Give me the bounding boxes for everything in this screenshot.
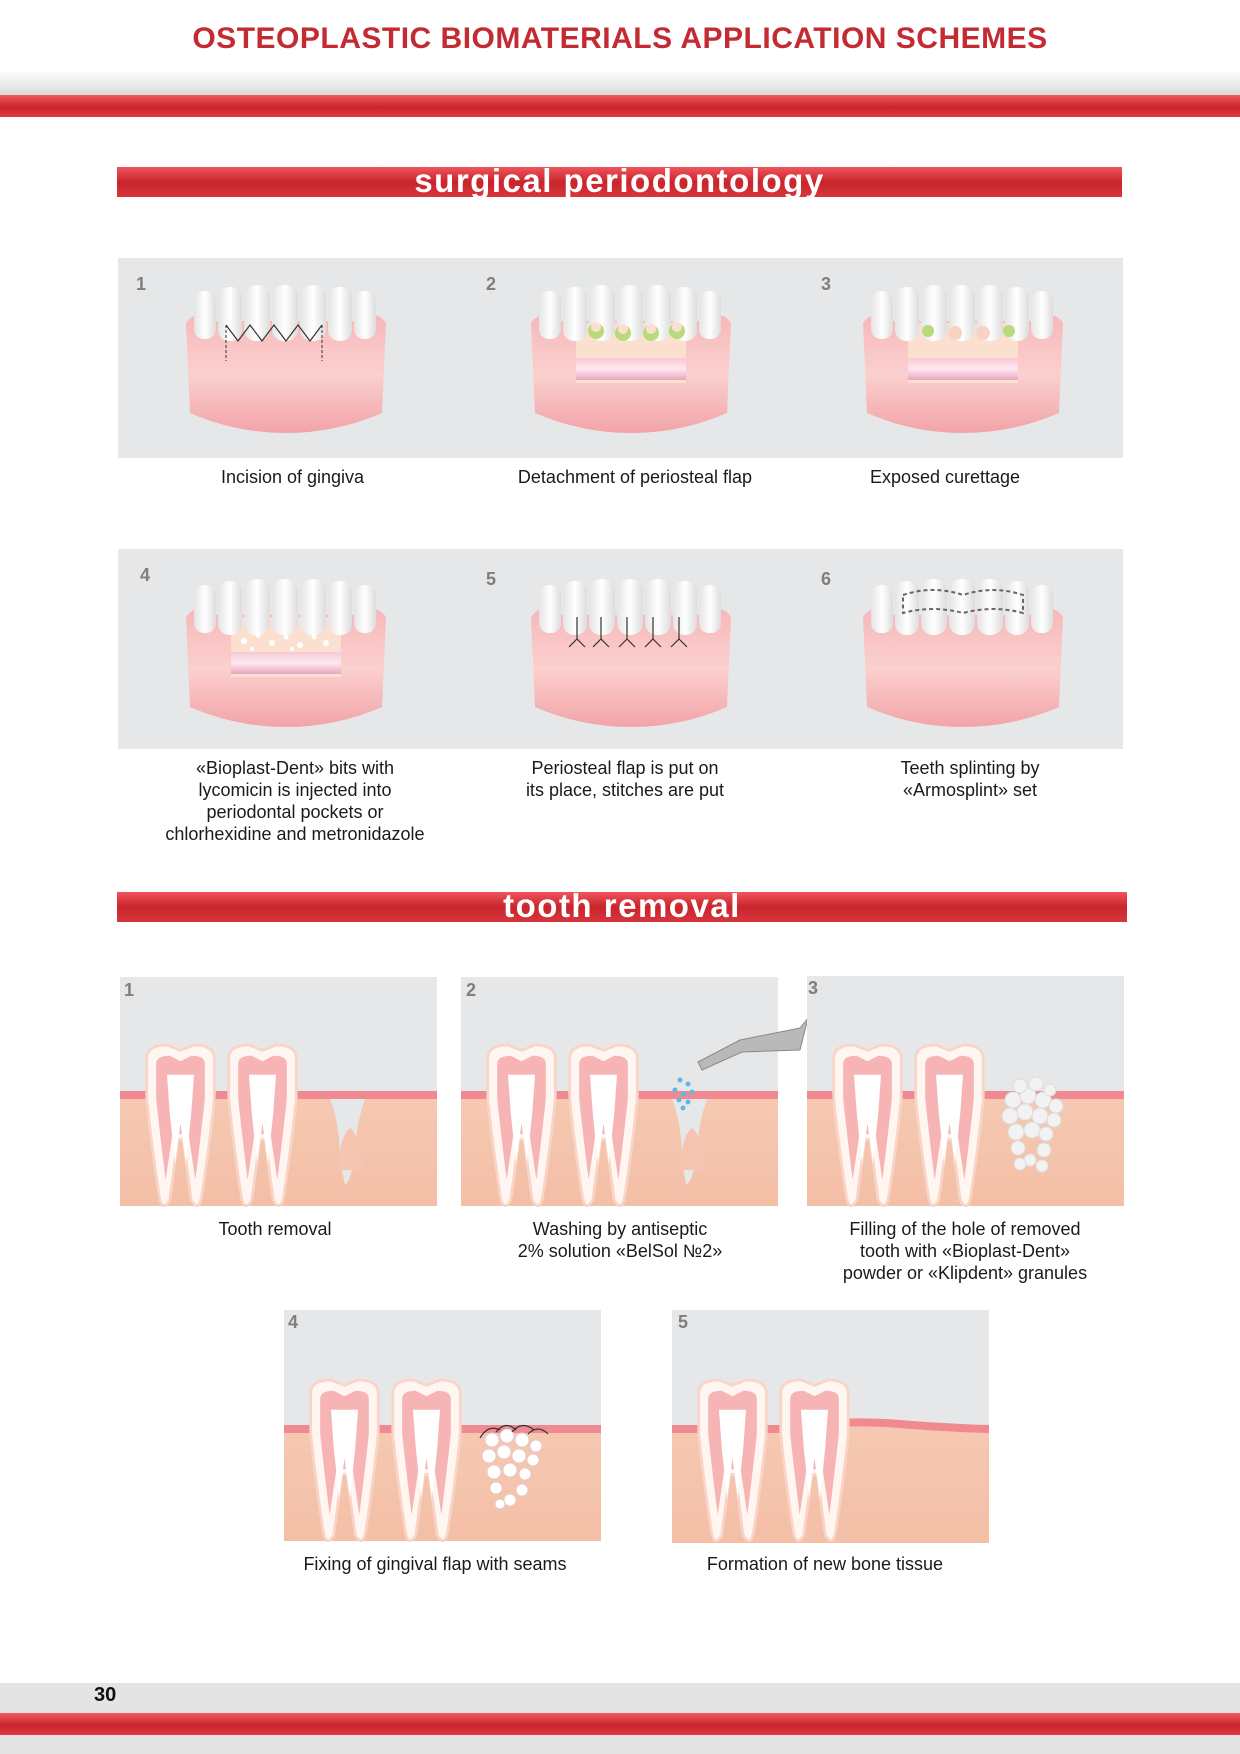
jaw-flap-illustration [531,285,731,433]
removal-step-4-caption: Fixing of gingival flap with seams [303,1554,567,1574]
removal-step-5-number: 5 [678,1312,688,1332]
section-header-perio: surgical periodontology [117,162,1122,199]
removal-step-3-caption: Filling of the hole of removed tooth wit… [842,1219,1088,1283]
removal-panel-1: 1 [120,977,437,1208]
section-title-removal: tooth removal [503,887,741,924]
section-title-perio: surgical periodontology [414,162,825,199]
perio-step-3-caption: Exposed curettage [869,467,1021,487]
jaw-incision-illustration [186,285,386,433]
removal-panel-3: 3 [807,976,1124,1208]
perio-step-6-number: 6 [821,569,831,589]
jaw-curettage-illustration [863,285,1063,433]
jaw-splint-illustration [863,579,1063,727]
perio-step-2-caption: Detachment of periosteal flap [517,467,753,487]
page-number: 30 [94,1684,117,1706]
removal-panel-4: 4 [284,1310,601,1543]
header-band-red [0,95,1240,117]
removal-step-4-number: 4 [288,1312,298,1332]
header-band-grey [0,70,1240,96]
section-header-removal: tooth removal [117,887,1127,924]
removal-panel-5: 5 [672,1310,989,1543]
footer-band-grey-bottom [0,1735,1240,1754]
perio-panel-row-1: 1 2 3 [118,258,1123,458]
perio-illustration-row-2: 4 5 6 [140,565,1063,727]
jaw-bioplast-illustration [186,579,386,727]
removal-step-5-caption: Formation of new bone tissue [706,1554,944,1574]
perio-step-6-caption: Teeth splinting by «Armosplint» set [900,758,1040,800]
perio-step-5-number: 5 [486,569,496,589]
perio-step-3-number: 3 [821,274,831,294]
perio-panel-row-2: 4 5 6 [118,549,1123,749]
perio-step-1-number: 1 [136,274,146,294]
perio-step-4-caption: «Bioplast-Dent» bits with lycomicin is i… [165,758,425,844]
perio-step-5-caption: Periosteal flap is put on its place, sti… [525,758,725,800]
perio-step-4-number: 4 [140,565,150,585]
perio-step-2-number: 2 [486,274,496,294]
removal-panel-2: 2 [461,977,809,1208]
removal-step-1-number: 1 [124,980,134,1000]
removal-step-3-number: 3 [808,978,818,998]
page-title: OSTEOPLASTIC BIOMATERIALS APPLICATION SC… [192,22,1048,55]
removal-step-2-number: 2 [466,980,476,1000]
perio-step-1-caption: Incision of gingiva [220,467,365,487]
perio-illustration-row-1: 1 2 3 [136,274,1063,433]
footer-band-grey [0,1683,1240,1713]
removal-step-1-caption: Tooth removal [218,1219,332,1239]
footer-band-red [0,1713,1240,1735]
removal-step-2-caption: Washing by antiseptic 2% solution «BelSo… [517,1219,723,1261]
jaw-stitches-illustration [531,579,731,727]
